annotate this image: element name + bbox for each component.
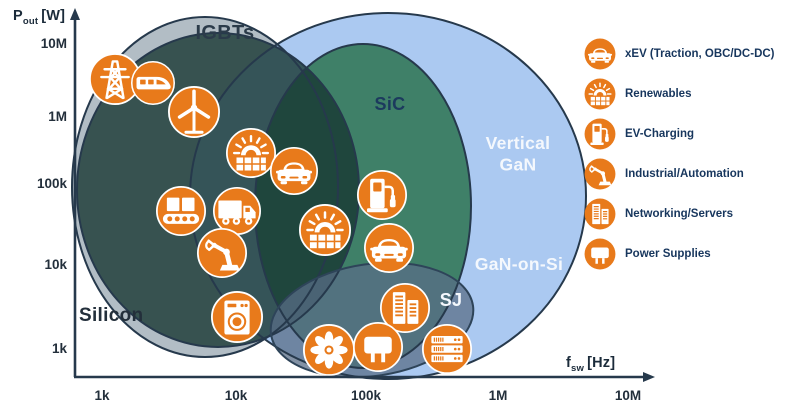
region-igbts-label: IGBTs bbox=[196, 22, 255, 44]
y-tick-10k: 10k bbox=[44, 257, 67, 272]
x-tick-10M: 10M bbox=[615, 388, 641, 403]
chart-icon-robot bbox=[197, 228, 247, 278]
y-axis-title: Pout[W] bbox=[13, 8, 65, 27]
legend-item-label: Industrial/Automation bbox=[625, 168, 744, 180]
chart-icon-washer bbox=[211, 291, 263, 343]
chart-icon-car bbox=[270, 147, 319, 196]
application-icons bbox=[89, 53, 472, 376]
chart-icon-wind bbox=[168, 86, 220, 138]
legend-item-label: Power Supplies bbox=[625, 248, 711, 260]
x-tick-1k: 1k bbox=[94, 388, 110, 403]
chart-icon-evcharge bbox=[357, 170, 407, 220]
region-silicon-area bbox=[77, 33, 359, 347]
region-sj-label: SJ bbox=[440, 290, 463, 310]
legend-item-plug: Power Supplies bbox=[584, 238, 775, 270]
region-sic-label: SiC bbox=[375, 94, 406, 114]
x-axis-title: fsw[Hz] bbox=[566, 355, 615, 374]
chart-icon-solar bbox=[299, 204, 351, 256]
chart-icon-train bbox=[131, 61, 176, 106]
x-axis-arrow bbox=[643, 372, 655, 382]
x-tick-1M: 1M bbox=[489, 388, 508, 403]
evcharge-icon bbox=[584, 118, 616, 150]
x-axis-subscript: sw bbox=[571, 362, 585, 374]
chart-icon-car bbox=[364, 223, 414, 273]
washer-icon bbox=[223, 299, 251, 336]
chart-icon-truck bbox=[213, 187, 262, 236]
y-tick-1k: 1k bbox=[52, 341, 68, 356]
legend-item-car: xEV (Traction, OBC/DC-DC) bbox=[584, 38, 775, 70]
y-axis-arrow bbox=[70, 8, 80, 20]
region-igbts-outline bbox=[71, 16, 339, 358]
y-tick-1M: 1M bbox=[48, 109, 67, 124]
legend-item-label: Networking/Servers bbox=[625, 208, 734, 220]
legend-item-servers: Networking/Servers bbox=[584, 198, 775, 230]
region-silicon-label: Silicon bbox=[79, 305, 143, 326]
robot-icon bbox=[584, 158, 616, 190]
legend-item-label: EV-Charging bbox=[625, 128, 695, 140]
x-tick-10k: 10k bbox=[225, 388, 248, 403]
plug-icon bbox=[584, 238, 616, 270]
car-icon bbox=[584, 38, 616, 70]
legend-item-evcharge: EV-Charging bbox=[584, 118, 775, 150]
rack-icon bbox=[431, 336, 463, 363]
y-axis-symbol: P bbox=[13, 8, 23, 24]
chart-icon-solar bbox=[226, 128, 276, 178]
y-tick-100k: 100k bbox=[37, 176, 68, 191]
region-gan-on-si-label: GaN-on-Si bbox=[475, 254, 563, 274]
chart-icon-rack bbox=[422, 324, 472, 374]
fan-icon bbox=[310, 331, 348, 369]
x-axis-unit: [Hz] bbox=[587, 355, 616, 371]
chart-icon-conveyor bbox=[156, 186, 206, 236]
legend-item-label: Renewables bbox=[625, 88, 692, 100]
legend-item-robot: Industrial/Automation bbox=[584, 158, 775, 190]
chart-icon-servers bbox=[380, 283, 430, 333]
axes: 10M 1M 100k 10k 1k 1k 10k 100k 1M 10M bbox=[37, 8, 655, 403]
conveyor-icon-circle bbox=[156, 186, 206, 236]
y-axis-unit: [W] bbox=[41, 8, 66, 24]
solar-icon bbox=[584, 78, 616, 110]
legend-item-label: xEV (Traction, OBC/DC-DC) bbox=[625, 48, 775, 60]
y-axis-subscript: out bbox=[22, 15, 39, 27]
region-sj-outline bbox=[269, 261, 475, 379]
y-tick-10M: 10M bbox=[41, 36, 67, 51]
legend-item-solar: Renewables bbox=[584, 78, 775, 110]
x-axis-symbol: f bbox=[566, 355, 572, 371]
chart-icon-fan bbox=[303, 324, 355, 376]
servers-icon bbox=[584, 198, 616, 230]
chart-icon-plug bbox=[353, 322, 403, 372]
x-tick-100k: 100k bbox=[351, 388, 382, 403]
